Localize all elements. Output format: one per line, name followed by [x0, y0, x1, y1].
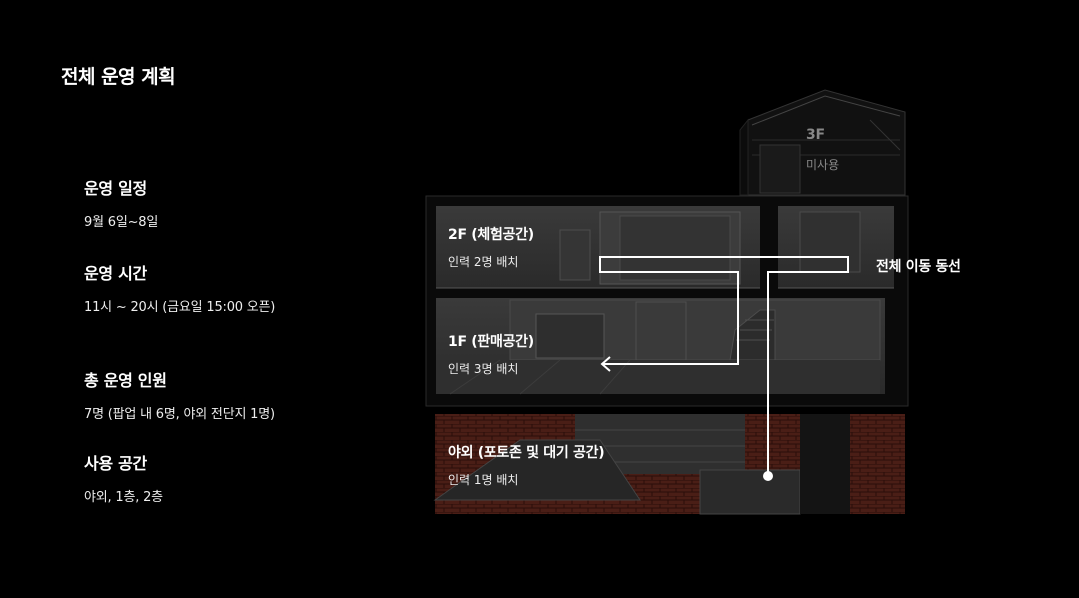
- route-label: 전체 이동 동선: [876, 259, 961, 275]
- floor-3f-sub: 미사용: [806, 158, 840, 172]
- info-staff-heading: 총 운영 인원: [84, 371, 167, 390]
- floor-3f-label: 3F: [806, 127, 825, 143]
- floor-2f-drawing: [436, 206, 894, 289]
- info-staff: 총 운영 인원 7명 (팝업 내 6명, 야외 전단지 1명): [84, 367, 275, 422]
- info-staff-value: 7명 (팝업 내 6명, 야외 전단지 1명): [84, 407, 275, 422]
- floor-2f-label: 2F (체험공간): [448, 227, 534, 243]
- info-space-value: 야외, 1층, 2층: [84, 490, 163, 505]
- floor-1f-sub: 인력 3명 배치: [448, 362, 519, 376]
- info-schedule-heading: 운영 일정: [84, 179, 147, 198]
- floor-3f-drawing: [739, 89, 906, 196]
- info-space: 사용 공간 야외, 1층, 2층: [84, 450, 163, 505]
- info-space-heading: 사용 공간: [84, 454, 147, 473]
- info-hours-value: 11시 ~ 20시 (금요일 15:00 오픈): [84, 300, 276, 315]
- info-hours-heading: 운영 시간: [84, 264, 147, 283]
- floor-1f-drawing: [436, 298, 885, 395]
- floor-2f-sub: 인력 2명 배치: [448, 255, 519, 269]
- info-schedule-value: 9월 6일~8일: [84, 215, 159, 230]
- floor-1f-label: 1F (판매공간): [448, 334, 534, 350]
- route-start-dot: [763, 471, 773, 481]
- outdoor-sub: 인력 1명 배치: [448, 473, 519, 487]
- route-path: [599, 256, 849, 476]
- info-schedule: 운영 일정 9월 6일~8일: [84, 175, 158, 230]
- outdoor-drawing: [433, 414, 905, 515]
- info-hours: 운영 시간 11시 ~ 20시 (금요일 15:00 오픈): [84, 260, 275, 315]
- page-title: 전체 운영 계획: [61, 66, 176, 88]
- outdoor-label: 야외 (포토존 및 대기 공간): [448, 445, 605, 461]
